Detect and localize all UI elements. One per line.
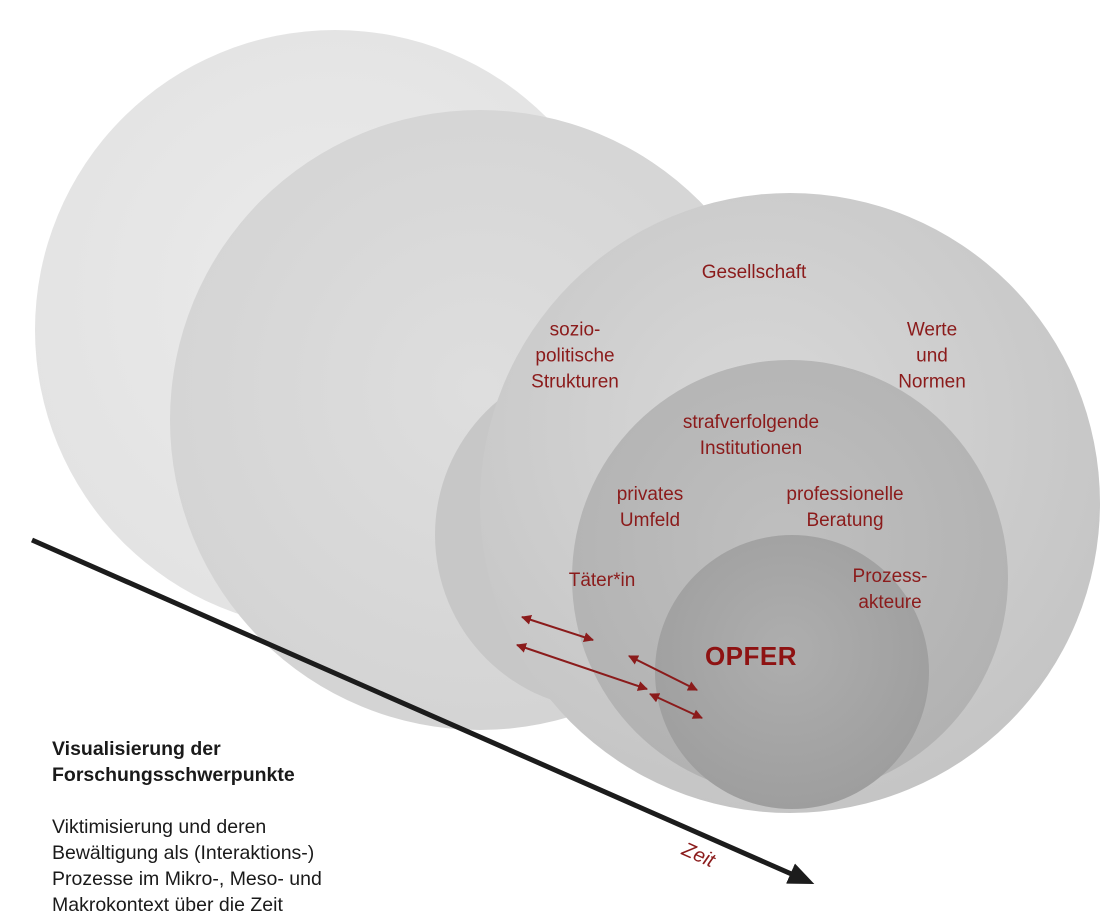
- interaction-arrow: [516, 643, 648, 691]
- interaction-arrows: [516, 615, 703, 719]
- interaction-arrow: [628, 655, 698, 691]
- caption-block: Visualisierung der Forschungsschwerpunkt…: [52, 710, 322, 920]
- time-axis-arrow: [30, 537, 815, 885]
- caption-title: Visualisierung der Forschungsschwerpunkt…: [52, 738, 295, 786]
- caption-body: Viktimisierung und deren Bewältigung als…: [52, 816, 322, 916]
- interaction-arrow: [649, 693, 703, 719]
- interaction-arrow: [521, 615, 594, 642]
- micro-circle-front: [655, 535, 929, 809]
